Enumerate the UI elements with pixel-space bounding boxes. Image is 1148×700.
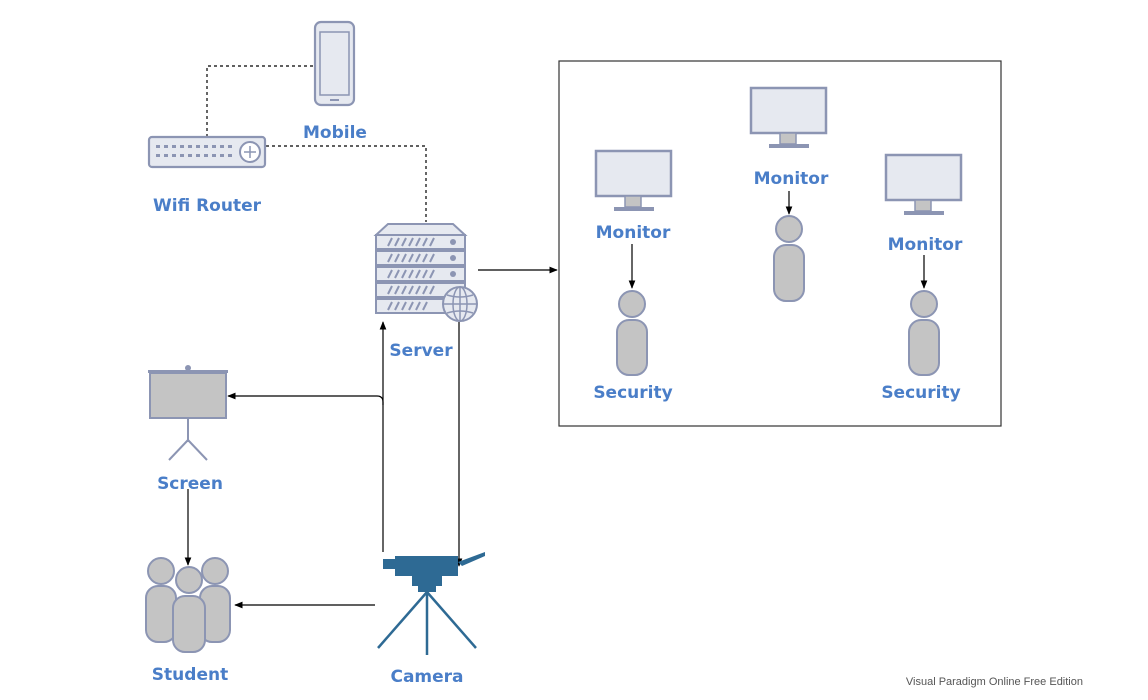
monitor-icon[interactable] <box>749 86 828 148</box>
watermark: Visual Paradigm Online Free Edition <box>906 676 1083 688</box>
server-to-screen-arrow[interactable] <box>227 392 384 405</box>
camera-label: Camera <box>390 667 463 687</box>
monitor-label-1: Monitor <box>596 223 671 243</box>
projector-screen-icon[interactable] <box>148 365 228 461</box>
screen-label: Screen <box>157 474 223 494</box>
router-server-connection[interactable] <box>266 145 427 222</box>
globe-icon <box>442 286 478 322</box>
monitor-label-3: Monitor <box>888 235 963 255</box>
monitor-icon[interactable] <box>884 153 963 215</box>
student-label: Student <box>152 665 228 685</box>
monitor-label-2: Monitor <box>754 169 829 189</box>
person-icon[interactable] <box>773 215 805 302</box>
security-label-1: Security <box>593 383 672 403</box>
router-mobile-connection[interactable] <box>206 65 314 137</box>
people-group-icon[interactable] <box>145 557 231 653</box>
mobile-phone-icon[interactable] <box>313 20 356 107</box>
person-icon[interactable] <box>908 290 940 376</box>
mobile-label: Mobile <box>303 123 367 143</box>
security-label-2: Security <box>881 383 960 403</box>
server-label: Server <box>389 341 453 361</box>
wifi-router-label: Wifi Router <box>153 196 262 216</box>
person-icon[interactable] <box>616 290 648 376</box>
router-icon[interactable] <box>147 135 267 169</box>
video-camera-icon[interactable] <box>377 552 485 655</box>
monitor-icon[interactable] <box>594 149 673 211</box>
